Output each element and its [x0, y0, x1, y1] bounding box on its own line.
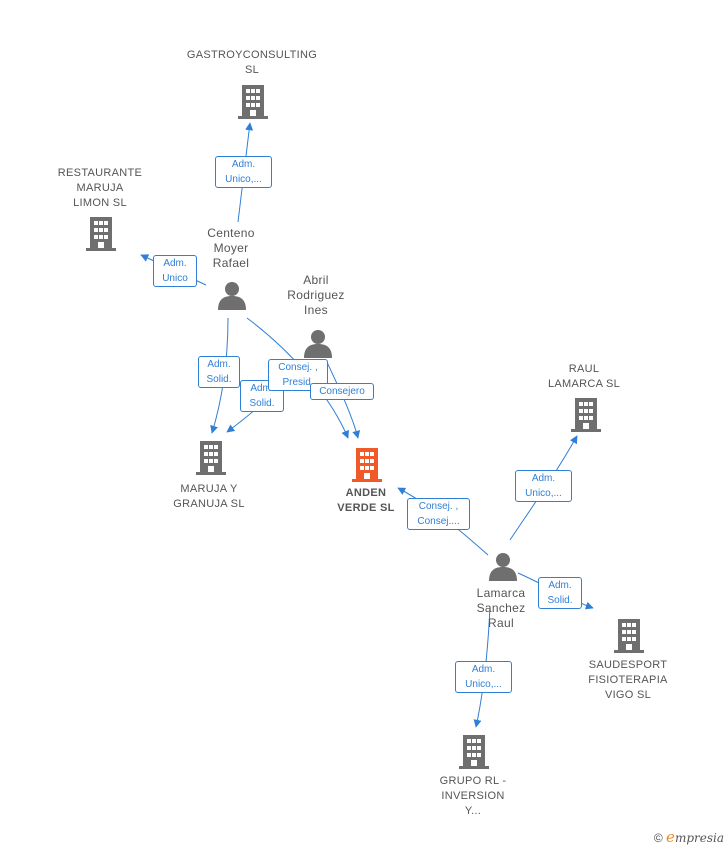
- node-restaurante-label: RESTAURANTE MARUJA LIMON SL: [57, 167, 143, 209]
- node-lamarca-label: Lamarca Sanchez Raul: [476, 586, 526, 630]
- edge-label-lamarca-grupo[interactable]: Adm. Unico,...: [455, 661, 512, 693]
- edge-label-abril-anden[interactable]: Consejero: [310, 383, 374, 400]
- node-abril-label: Abril Rodriguez Ines: [287, 273, 345, 317]
- building-icon[interactable]: [84, 215, 118, 251]
- node-gastroyconsulting-label: GASTROYCONSULTING SL: [186, 49, 318, 76]
- building-icon[interactable]: [457, 733, 491, 769]
- person-icon[interactable]: [303, 328, 333, 358]
- edge-label-centeno-gastroyconsulting[interactable]: Adm. Unico,...: [215, 156, 272, 188]
- person-icon[interactable]: [488, 551, 518, 581]
- footer-brand: © empresia: [654, 828, 724, 846]
- edge-label-lamarca-raul[interactable]: Adm. Unico,...: [515, 470, 572, 502]
- node-maruja-granuja-label: MARUJA Y GRANUJA SL: [173, 483, 245, 510]
- edge-label-lamarca-anden[interactable]: Consej. , Consej....: [407, 498, 470, 530]
- node-grupo-rl-label: GRUPO RL - INVERSION Y...: [439, 775, 507, 817]
- node-centeno-label: Centeno Moyer Rafael: [207, 226, 255, 270]
- building-icon[interactable]: [350, 446, 384, 482]
- node-raul-lamarca-label: RAUL LAMARCA SL: [547, 363, 621, 390]
- brand-name: mpresia: [674, 831, 724, 845]
- edge-abril-anden: [325, 359, 361, 439]
- brand-logo[interactable]: empresia: [666, 828, 724, 846]
- building-icon[interactable]: [569, 396, 603, 432]
- brand-initial: e: [666, 828, 675, 846]
- edge-label-lamarca-saudesport[interactable]: Adm. Solid.: [538, 577, 582, 609]
- building-icon[interactable]: [194, 439, 228, 475]
- building-icon[interactable]: [612, 617, 646, 653]
- node-anden-label: ANDEN VERDE SL: [337, 487, 395, 514]
- node-saudesport-label: SAUDESPORT FISIOTERAPIA VIGO SL: [588, 659, 668, 701]
- person-icon[interactable]: [217, 280, 247, 310]
- building-icon[interactable]: [236, 83, 270, 119]
- edge-label-centeno-maruja[interactable]: Adm. Solid.: [198, 356, 240, 388]
- copyright-symbol: ©: [653, 831, 663, 845]
- edge-label-centeno-restaurante[interactable]: Adm. Unico: [153, 255, 197, 287]
